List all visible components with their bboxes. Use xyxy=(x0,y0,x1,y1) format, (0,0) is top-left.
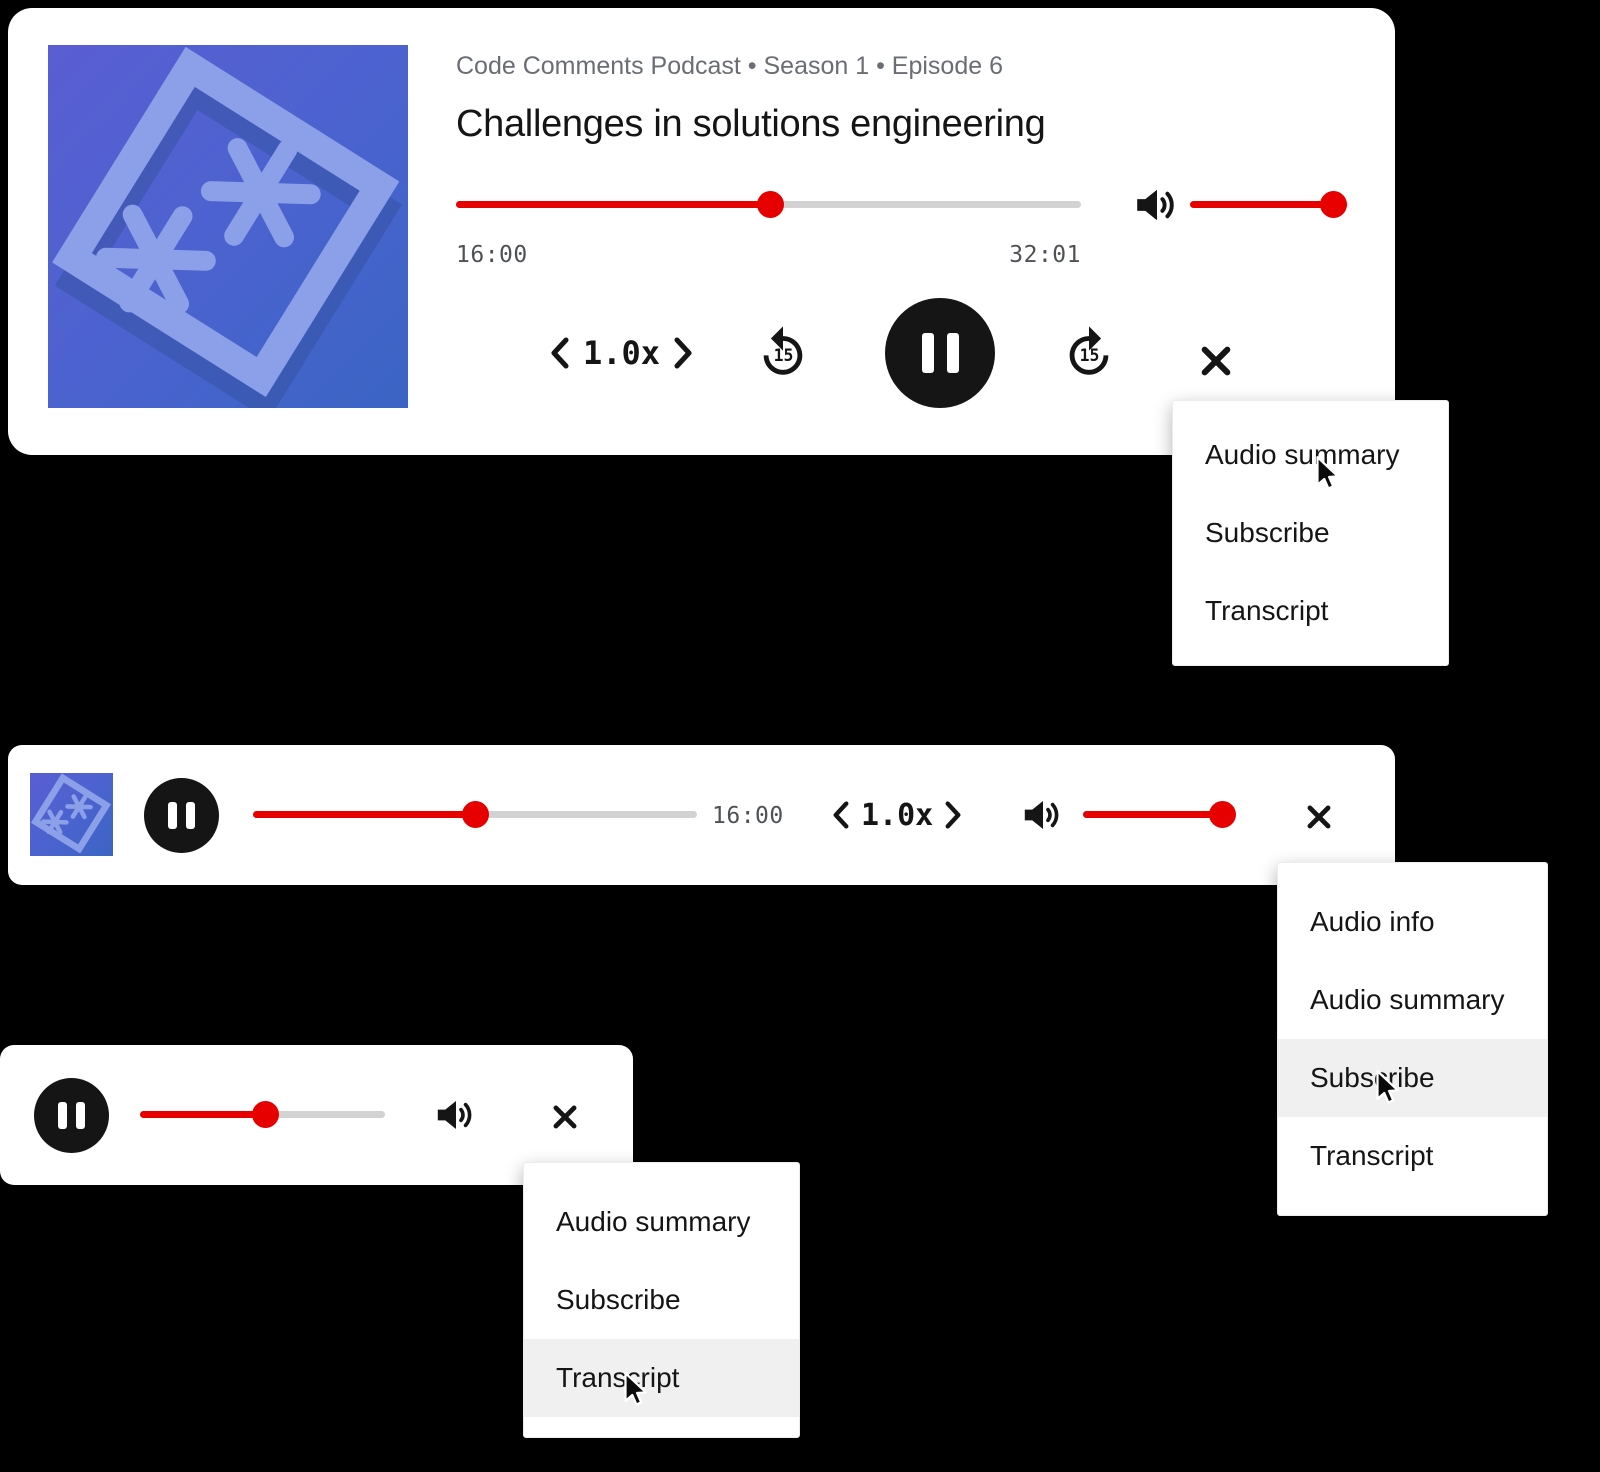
pause-icon xyxy=(168,802,195,829)
speed-increase-button[interactable] xyxy=(944,801,962,829)
progress-fill xyxy=(253,811,475,818)
progress-track[interactable] xyxy=(140,1101,385,1128)
playback-speed-control: 1.0x xyxy=(832,797,962,833)
svg-text:15: 15 xyxy=(1080,346,1100,365)
chevron-right-icon xyxy=(674,337,692,369)
skip-back-15-icon: 15 xyxy=(763,326,803,375)
menu-item-audio-summary[interactable]: Audio summary xyxy=(1205,439,1400,470)
menu-item-audio-info[interactable]: Audio info xyxy=(1310,906,1435,937)
elapsed-time: 16:00 xyxy=(456,242,528,268)
podcast-artwork-small xyxy=(30,773,113,856)
cursor-icon xyxy=(624,1372,647,1406)
code-comments-logo-icon xyxy=(48,45,408,408)
close-button[interactable] xyxy=(549,1101,581,1133)
context-menu-mini: Audio summary Subscribe Transcript xyxy=(523,1162,800,1438)
mouse-cursor xyxy=(1308,454,1346,492)
progress-knob[interactable] xyxy=(252,1101,279,1128)
cursor-icon xyxy=(1376,1070,1399,1104)
total-time: 32:01 xyxy=(1009,242,1081,268)
chevron-right-icon xyxy=(945,801,961,829)
podcast-artwork-large xyxy=(48,45,408,408)
skip-back-15-button[interactable]: 15 xyxy=(754,324,812,382)
menu-item-subscribe[interactable]: Subscribe xyxy=(556,1284,681,1315)
context-menu-medium: Audio info Audio summary Subscribe Trans… xyxy=(1277,862,1548,1216)
svg-text:15: 15 xyxy=(774,346,794,365)
menu-item-transcript[interactable]: Transcript xyxy=(524,1339,799,1417)
progress-fill xyxy=(140,1111,265,1118)
skip-forward-15-icon: 15 xyxy=(1069,326,1109,375)
speed-increase-button[interactable] xyxy=(673,337,693,369)
close-button[interactable] xyxy=(1303,801,1335,833)
playback-speed-control: 1.0x xyxy=(550,333,693,373)
menu-item-audio-summary[interactable]: Audio summary xyxy=(556,1206,751,1237)
close-icon xyxy=(1307,805,1331,829)
elapsed-time: 16:00 xyxy=(712,803,784,829)
speed-value: 1.0x xyxy=(583,334,661,372)
volume-icon[interactable] xyxy=(1020,792,1066,838)
volume-track[interactable] xyxy=(1190,191,1348,218)
volume-icon[interactable] xyxy=(1132,180,1182,230)
close-icon xyxy=(1201,346,1231,376)
medium-player-bar: 16:00 1.0x xyxy=(8,745,1395,885)
volume-fill xyxy=(1083,811,1228,818)
pause-icon xyxy=(58,1102,85,1129)
cursor-icon xyxy=(1316,456,1339,490)
progress-track[interactable] xyxy=(456,191,1081,218)
mouse-cursor xyxy=(616,1370,654,1408)
menu-item-subscribe[interactable]: Subscribe xyxy=(1278,1039,1547,1117)
menu-item-subscribe[interactable]: Subscribe xyxy=(1205,517,1330,548)
volume-track[interactable] xyxy=(1083,801,1236,828)
chevron-left-icon xyxy=(833,801,849,829)
progress-knob[interactable] xyxy=(757,191,784,218)
mini-player-bar xyxy=(0,1045,633,1185)
mouse-cursor xyxy=(1368,1068,1406,1106)
close-icon xyxy=(553,1105,577,1129)
chevron-left-icon xyxy=(551,337,569,369)
progress-knob[interactable] xyxy=(462,801,489,828)
menu-item-transcript[interactable]: Transcript xyxy=(1205,595,1329,626)
speed-decrease-button[interactable] xyxy=(550,337,570,369)
volume-fill xyxy=(1190,201,1342,208)
code-comments-logo-icon xyxy=(30,773,113,856)
pause-button[interactable] xyxy=(34,1078,109,1153)
podcast-meta: Code Comments Podcast • Season 1 • Episo… xyxy=(456,52,1003,80)
speed-decrease-button[interactable] xyxy=(832,801,850,829)
progress-fill xyxy=(456,201,770,208)
pause-icon xyxy=(921,333,959,373)
volume-knob[interactable] xyxy=(1320,191,1347,218)
pause-button[interactable] xyxy=(885,298,995,408)
close-button[interactable] xyxy=(1196,341,1236,381)
skip-forward-15-button[interactable]: 15 xyxy=(1060,324,1118,382)
menu-item-audio-summary[interactable]: Audio summary xyxy=(1310,984,1505,1015)
context-menu-large: Audio summary Subscribe Transcript xyxy=(1172,400,1449,666)
volume-knob[interactable] xyxy=(1209,801,1236,828)
volume-icon[interactable] xyxy=(433,1092,479,1138)
speed-value: 1.0x xyxy=(861,797,934,833)
pause-button[interactable] xyxy=(144,778,219,853)
episode-title: Challenges in solutions engineering xyxy=(456,103,1046,145)
menu-item-transcript[interactable]: Transcript xyxy=(1310,1140,1434,1171)
progress-track[interactable] xyxy=(253,801,697,828)
large-player-card: Code Comments Podcast • Season 1 • Episo… xyxy=(8,8,1395,455)
